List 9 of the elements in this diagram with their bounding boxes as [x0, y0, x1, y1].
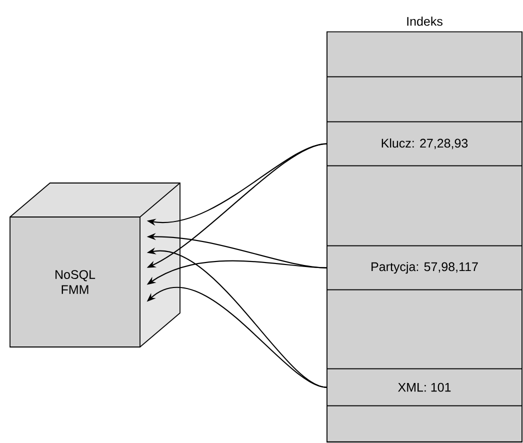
index-row: Klucz: 27,28,93: [326, 121, 522, 166]
index-row: XML: 101: [326, 368, 522, 406]
node-label: Indeks: [407, 16, 442, 26]
cube: NoSQL FMM: [10, 182, 180, 348]
empty-row: [326, 31, 522, 78]
empty-row: [326, 405, 522, 442]
empty-row: [326, 165, 522, 246]
index-row: Partycja: 57,98,117: [326, 245, 522, 290]
empty-row: [326, 76, 522, 122]
